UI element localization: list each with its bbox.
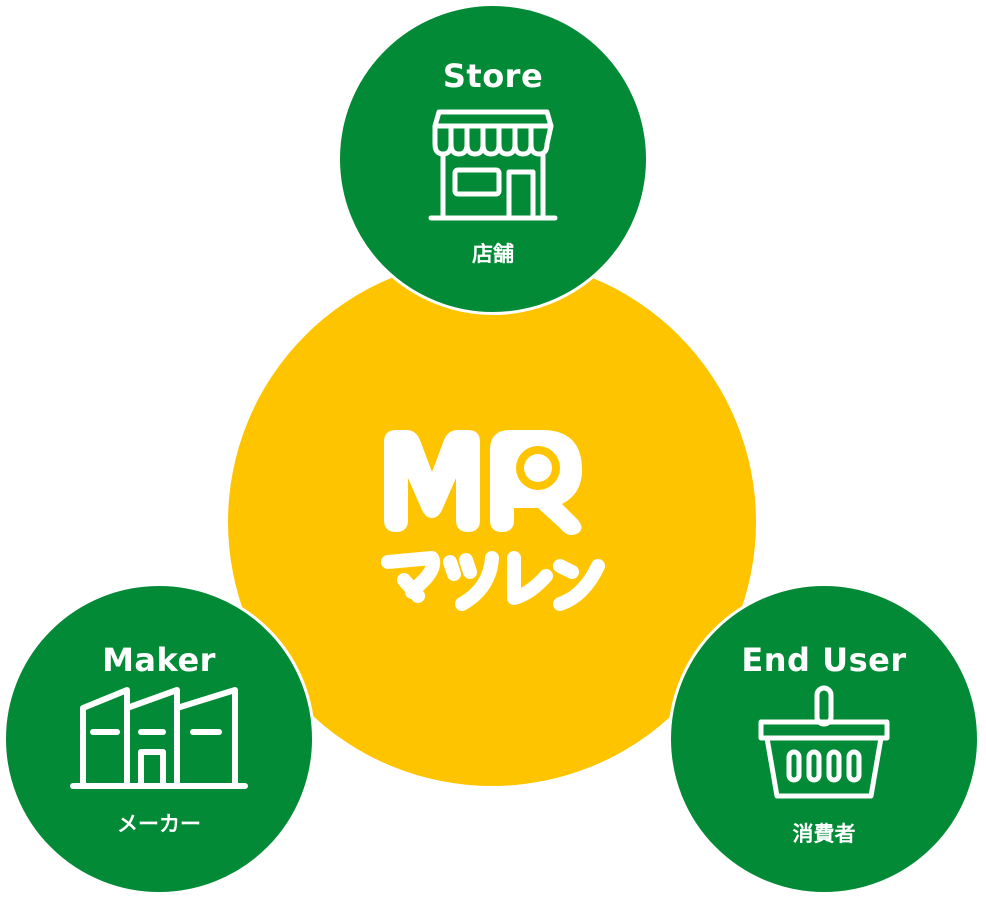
maker-node: Maker メーカー [3,583,315,895]
store-subtitle: 店舗 [472,242,514,266]
logo-letter-m [384,430,480,532]
store-node: Store 店舗 [337,3,649,315]
end-user-subtitle: 消費者 [792,822,856,846]
logo-kana [381,551,605,611]
storefront-icon [428,109,558,221]
matsuren-logo: MR [381,430,605,611]
factory-icon [70,687,248,789]
logo-letter-r [490,430,582,536]
end-user-node: End User 消費者 [668,583,980,895]
shopping-basket-icon [758,685,890,799]
store-title: Store [442,57,544,95]
end-user-title: End User [741,641,907,679]
maker-subtitle: メーカー [117,812,201,836]
maker-title: Maker [102,641,216,679]
